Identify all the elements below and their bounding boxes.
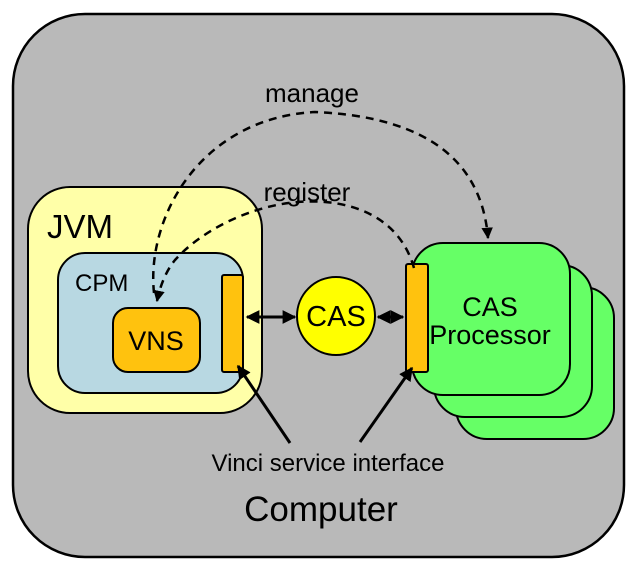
cpm-vinci-port <box>221 274 244 373</box>
cas-circle <box>296 276 376 356</box>
vinci-pointer-right-arrow <box>358 366 414 443</box>
vinci-pointer-left-arrow <box>236 364 292 444</box>
cas-processor-label-line1: CAS <box>462 292 518 322</box>
vns-label: VNS <box>128 326 184 356</box>
register-arc <box>153 200 416 303</box>
register-label: register <box>264 177 351 207</box>
cpm-label: CPM <box>75 270 128 297</box>
vns-box <box>112 307 201 373</box>
manage-arc <box>151 110 493 294</box>
manage-label: manage <box>265 78 359 108</box>
vinci-interface-label: Vinci service interface <box>212 450 445 477</box>
cas-processor-label-line2: Processor <box>429 320 551 350</box>
cas-label: CAS <box>306 301 366 333</box>
processor-vinci-port <box>405 263 429 373</box>
jvm-label: JVM <box>47 208 113 245</box>
computer-label: Computer <box>244 490 398 529</box>
